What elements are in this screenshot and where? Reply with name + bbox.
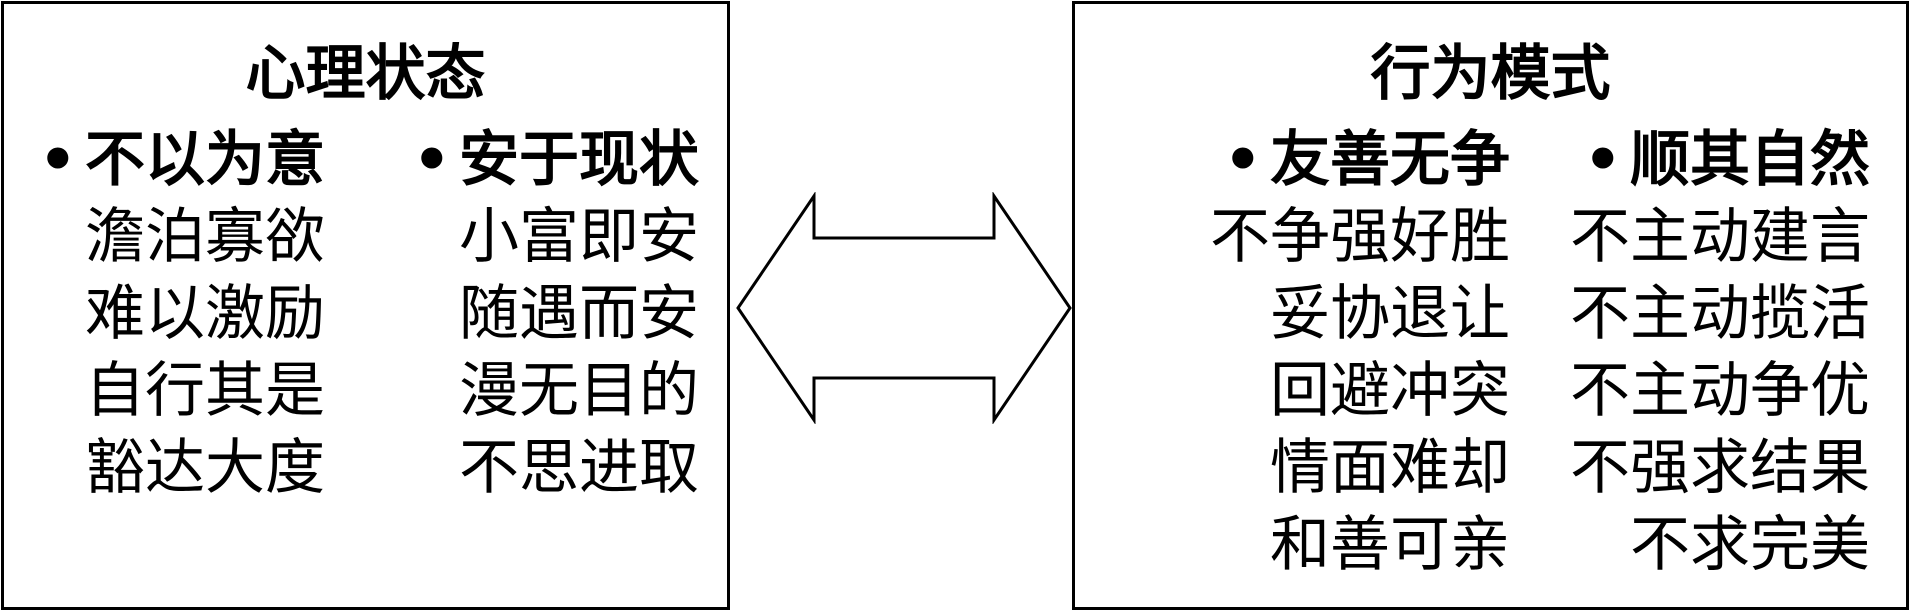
column-let-things-be: •顺其自然 不主动建言 不主动揽活 不主动争优 不强求结果 不求完美 [1570, 122, 1870, 584]
bullet-icon: • [38, 125, 77, 195]
column-heading: •顺其自然 [1570, 122, 1870, 199]
column-heading: •安于现状 [413, 122, 699, 199]
list-item: 豁达大度 [85, 433, 325, 503]
list-item: 不主动建言 [1570, 202, 1870, 272]
column-friendly-no-conflict: •友善无争 不争强好胜 妥协退让 回避冲突 情面难却 和善可亲 [1210, 122, 1510, 584]
bullet-icon: • [412, 125, 451, 195]
list-item: 不主动争优 [1570, 356, 1870, 426]
box-title: 心理状态 [245, 39, 486, 109]
list-item: 和善可亲 [1270, 510, 1510, 580]
list-item: 不求完美 [1630, 510, 1870, 580]
list-item: 不强求结果 [1570, 433, 1870, 503]
column-heading: •友善无争 [1210, 122, 1510, 199]
list-item: 不争强好胜 [1210, 202, 1510, 272]
list-item: 漫无目的 [459, 356, 699, 426]
bullet-icon: • [1223, 125, 1262, 195]
list-item: 随遇而安 [459, 279, 699, 349]
bullet-icon: • [1583, 125, 1622, 195]
list-item: 难以激励 [85, 279, 325, 349]
behavior-pattern-box: 行为模式 •友善无争 不争强好胜 妥协退让 回避冲突 情面难却 和善可亲 •顺其… [1072, 1, 1909, 610]
list-item: 不思进取 [459, 433, 699, 503]
heading-text: 友善无争 [1270, 125, 1510, 195]
column-content-with-status-quo: •安于现状 小富即安 随遇而安 漫无目的 不思进取 [413, 122, 699, 507]
column-indifferent: •不以为意 澹泊寡欲 难以激励 自行其是 豁达大度 [39, 122, 325, 507]
heading-text: 不以为意 [85, 125, 325, 195]
double-arrow-icon [736, 192, 1072, 424]
column-heading: •不以为意 [39, 122, 325, 199]
list-item: 妥协退让 [1270, 279, 1510, 349]
list-item: 不主动揽活 [1570, 279, 1870, 349]
list-item: 小富即安 [459, 202, 699, 272]
psychological-state-box: 心理状态 •不以为意 澹泊寡欲 难以激励 自行其是 豁达大度 •安于现状 小富即… [1, 1, 730, 610]
list-item: 澹泊寡欲 [85, 202, 325, 272]
list-item: 回避冲突 [1270, 356, 1510, 426]
heading-text: 顺其自然 [1630, 125, 1870, 195]
list-item: 自行其是 [85, 356, 325, 426]
heading-text: 安于现状 [459, 125, 699, 195]
box-title: 行为模式 [1370, 39, 1611, 109]
list-item: 情面难却 [1270, 433, 1510, 503]
